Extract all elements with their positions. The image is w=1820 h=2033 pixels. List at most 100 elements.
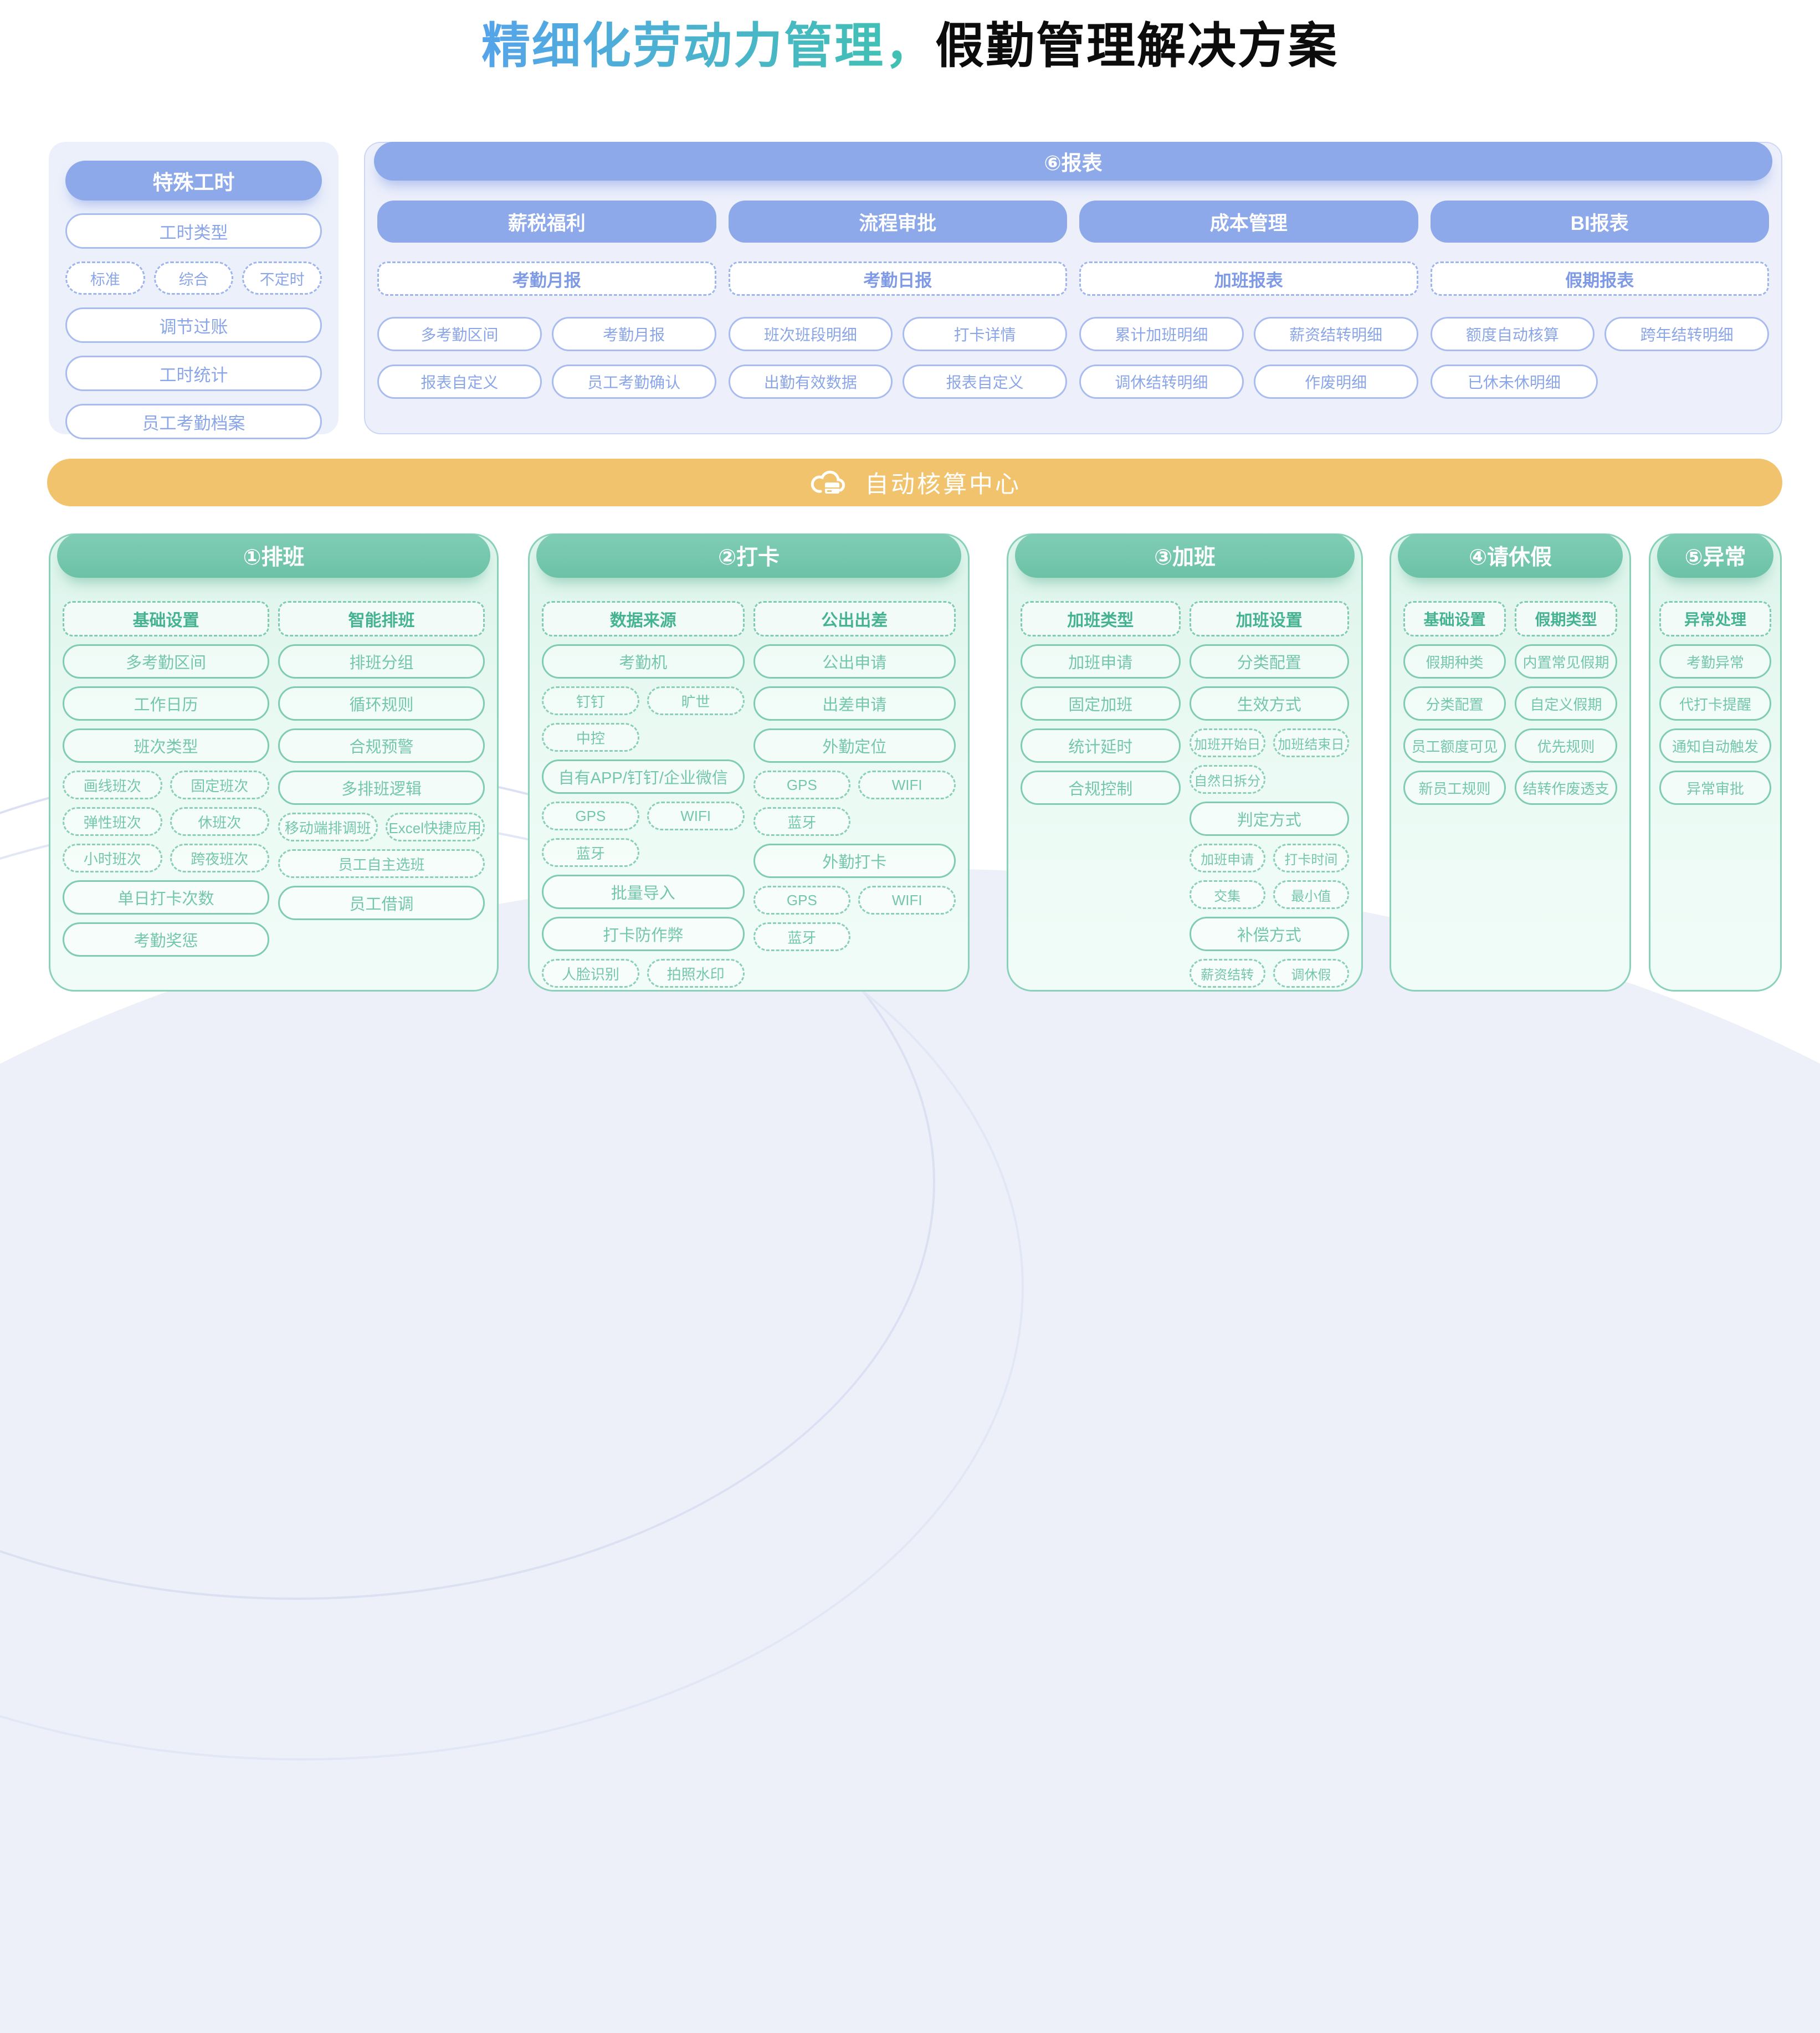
process-sub-item: 钉钉 <box>542 686 639 715</box>
report-chip-row: 多考勤区间考勤月报 <box>377 317 716 351</box>
process-sub-item: 最小值 <box>1273 880 1349 909</box>
report-chip-row: 班次班段明细打卡详情 <box>728 317 1067 351</box>
process-subheader: 加班设置 <box>1189 601 1349 636</box>
process-dashed-row: 交集最小值 <box>1189 880 1349 909</box>
report-chip: 报表自定义 <box>377 364 542 399</box>
report-chip: 打卡详情 <box>903 317 1067 351</box>
process-dashed-row: 自然日拆分 <box>1189 765 1350 794</box>
process-subheader: 加班类型 <box>1021 601 1181 636</box>
process-sub-item: 打卡时间 <box>1273 844 1349 872</box>
report-column-header: 成本管理 <box>1079 201 1418 243</box>
process-item: 加班申请 <box>1021 644 1181 679</box>
process-panel: ⑤异常异常处理考勤异常代打卡提醒通知自动触发异常审批 <box>1649 533 1782 992</box>
report-column-subheader: 考勤日报 <box>728 261 1067 296</box>
process-item: 自有APP/钉钉/企业微信 <box>542 759 745 794</box>
special-hours-item: 工时统计 <box>65 356 322 391</box>
report-chip: 出勤有效数据 <box>728 364 893 399</box>
reports-header: ⑥报表 <box>374 142 1772 181</box>
report-column-subheader: 加班报表 <box>1079 261 1418 296</box>
process-subheader: 假期类型 <box>1515 601 1617 636</box>
process-sub-item: 画线班次 <box>63 771 162 799</box>
process-item: 分类配置 <box>1403 686 1506 721</box>
report-column-subheader: 考勤月报 <box>377 261 716 296</box>
report-chip-row: 已休未休明细 <box>1430 364 1770 399</box>
process-item: 考勤机 <box>542 644 745 679</box>
process-panel: ③加班加班类型加班申请固定加班统计延时合规控制加班设置分类配置生效方式加班开始日… <box>1007 533 1363 992</box>
report-chip-row: 出勤有效数据报表自定义 <box>728 364 1067 399</box>
process-item: 多排班逻辑 <box>278 771 485 805</box>
report-column: BI报表假期报表额度自动核算跨年结转明细已休未休明细 <box>1430 201 1770 399</box>
process-sub-item: 蓝牙 <box>753 807 851 836</box>
process-dashed-row: 员工自主选班 <box>278 849 485 878</box>
auto-accounting-bar: 自动核算中心 <box>47 459 1782 506</box>
process-item: 员工额度可见 <box>1403 728 1506 763</box>
process-sub-item: 小时班次 <box>63 844 162 872</box>
process-panel-header: ④请休假 <box>1398 533 1623 578</box>
process-subheader: 基础设置 <box>1403 601 1506 636</box>
page-title-rest: 假勤管理解决方案 <box>935 18 1339 73</box>
process-sub-item: WIFI <box>647 802 745 830</box>
report-chip-row: 报表自定义员工考勤确认 <box>377 364 716 399</box>
process-item: 异常审批 <box>1659 771 1771 805</box>
reports-panel: ⑥报表 薪税福利考勤月报多考勤区间考勤月报报表自定义员工考勤确认流程审批考勤日报… <box>364 142 1782 434</box>
process-item: 判定方式 <box>1189 802 1349 836</box>
report-chip: 累计加班明细 <box>1079 317 1244 351</box>
page-title-highlight: 精细化劳动力管理， <box>481 18 935 73</box>
process-sub-item: 员工自主选班 <box>278 849 485 878</box>
process-panel-column: 基础设置多考勤区间工作日历班次类型画线班次固定班次弹性班次休班次小时班次跨夜班次… <box>63 601 269 957</box>
process-panel-column: 假期类型内置常见假期自定义假期优先规则结转作废透支 <box>1515 601 1617 805</box>
process-item: 考勤奖惩 <box>63 922 269 957</box>
process-item: 统计延时 <box>1021 728 1181 763</box>
report-chip: 考勤月报 <box>551 317 716 351</box>
process-panel-columns: 基础设置多考勤区间工作日历班次类型画线班次固定班次弹性班次休班次小时班次跨夜班次… <box>50 578 497 957</box>
process-dashed-row: 钉钉旷世 <box>542 686 745 715</box>
process-panel-column: 加班设置分类配置生效方式加班开始日加班结束日自然日拆分判定方式加班申请打卡时间交… <box>1189 601 1350 988</box>
process-dashed-row: 弹性班次休班次 <box>63 807 269 836</box>
page-title: 精细化劳动力管理，假勤管理解决方案 <box>0 7 1820 77</box>
process-item: 打卡防作弊 <box>542 917 745 951</box>
process-item: 合规控制 <box>1021 771 1181 805</box>
process-item: 批量导入 <box>542 875 745 909</box>
process-subheader: 基础设置 <box>63 601 269 636</box>
process-item: 公出申请 <box>753 644 956 679</box>
process-panel-column: 基础设置假期种类分类配置员工额度可见新员工规则 <box>1403 601 1506 805</box>
report-column-header: BI报表 <box>1430 201 1769 243</box>
report-chip: 薪资结转明细 <box>1253 317 1418 351</box>
process-sub-item: 移动端排调班 <box>278 813 378 841</box>
process-item: 外勤定位 <box>753 728 956 763</box>
process-sub-item: WIFI <box>858 771 956 799</box>
process-item: 新员工规则 <box>1403 771 1506 805</box>
process-dashed-row: 小时班次跨夜班次 <box>63 844 269 872</box>
process-panel-header: ②打卡 <box>536 533 961 578</box>
special-hours-header: 特殊工时 <box>65 161 322 201</box>
process-item: 员工借调 <box>278 886 485 920</box>
report-column: 流程审批考勤日报班次班段明细打卡详情出勤有效数据报表自定义 <box>728 201 1067 399</box>
process-dashed-row: 蓝牙 <box>753 807 956 836</box>
process-item: 固定加班 <box>1021 686 1181 721</box>
process-item: 假期种类 <box>1403 644 1506 679</box>
special-hours-sub-item: 不定时 <box>242 261 322 295</box>
process-panel-header: ⑤异常 <box>1657 533 1773 578</box>
process-dashed-row: 蓝牙 <box>542 838 745 867</box>
process-sub-item: Excel快捷应用 <box>385 813 485 841</box>
process-sub-item: 蓝牙 <box>753 922 851 951</box>
process-sub-item: WIFI <box>858 886 956 915</box>
process-item: 生效方式 <box>1189 686 1349 721</box>
report-chip-row: 调休结转明细作废明细 <box>1079 364 1418 399</box>
special-hours-dashed-row: 标准综合不定时 <box>65 261 322 295</box>
process-item: 代打卡提醒 <box>1659 686 1771 721</box>
process-item: 优先规则 <box>1515 728 1617 763</box>
process-panel-header: ③加班 <box>1015 533 1355 578</box>
process-panel-header: ①排班 <box>57 533 490 578</box>
process-item: 工作日历 <box>63 686 269 721</box>
process-item: 结转作废透支 <box>1515 771 1617 805</box>
process-dashed-row: 中控 <box>542 723 745 752</box>
process-sub-item: 跨夜班次 <box>170 844 269 872</box>
process-sub-item: 拍照水印 <box>647 959 745 988</box>
process-sub-item: 调休假 <box>1273 959 1349 988</box>
